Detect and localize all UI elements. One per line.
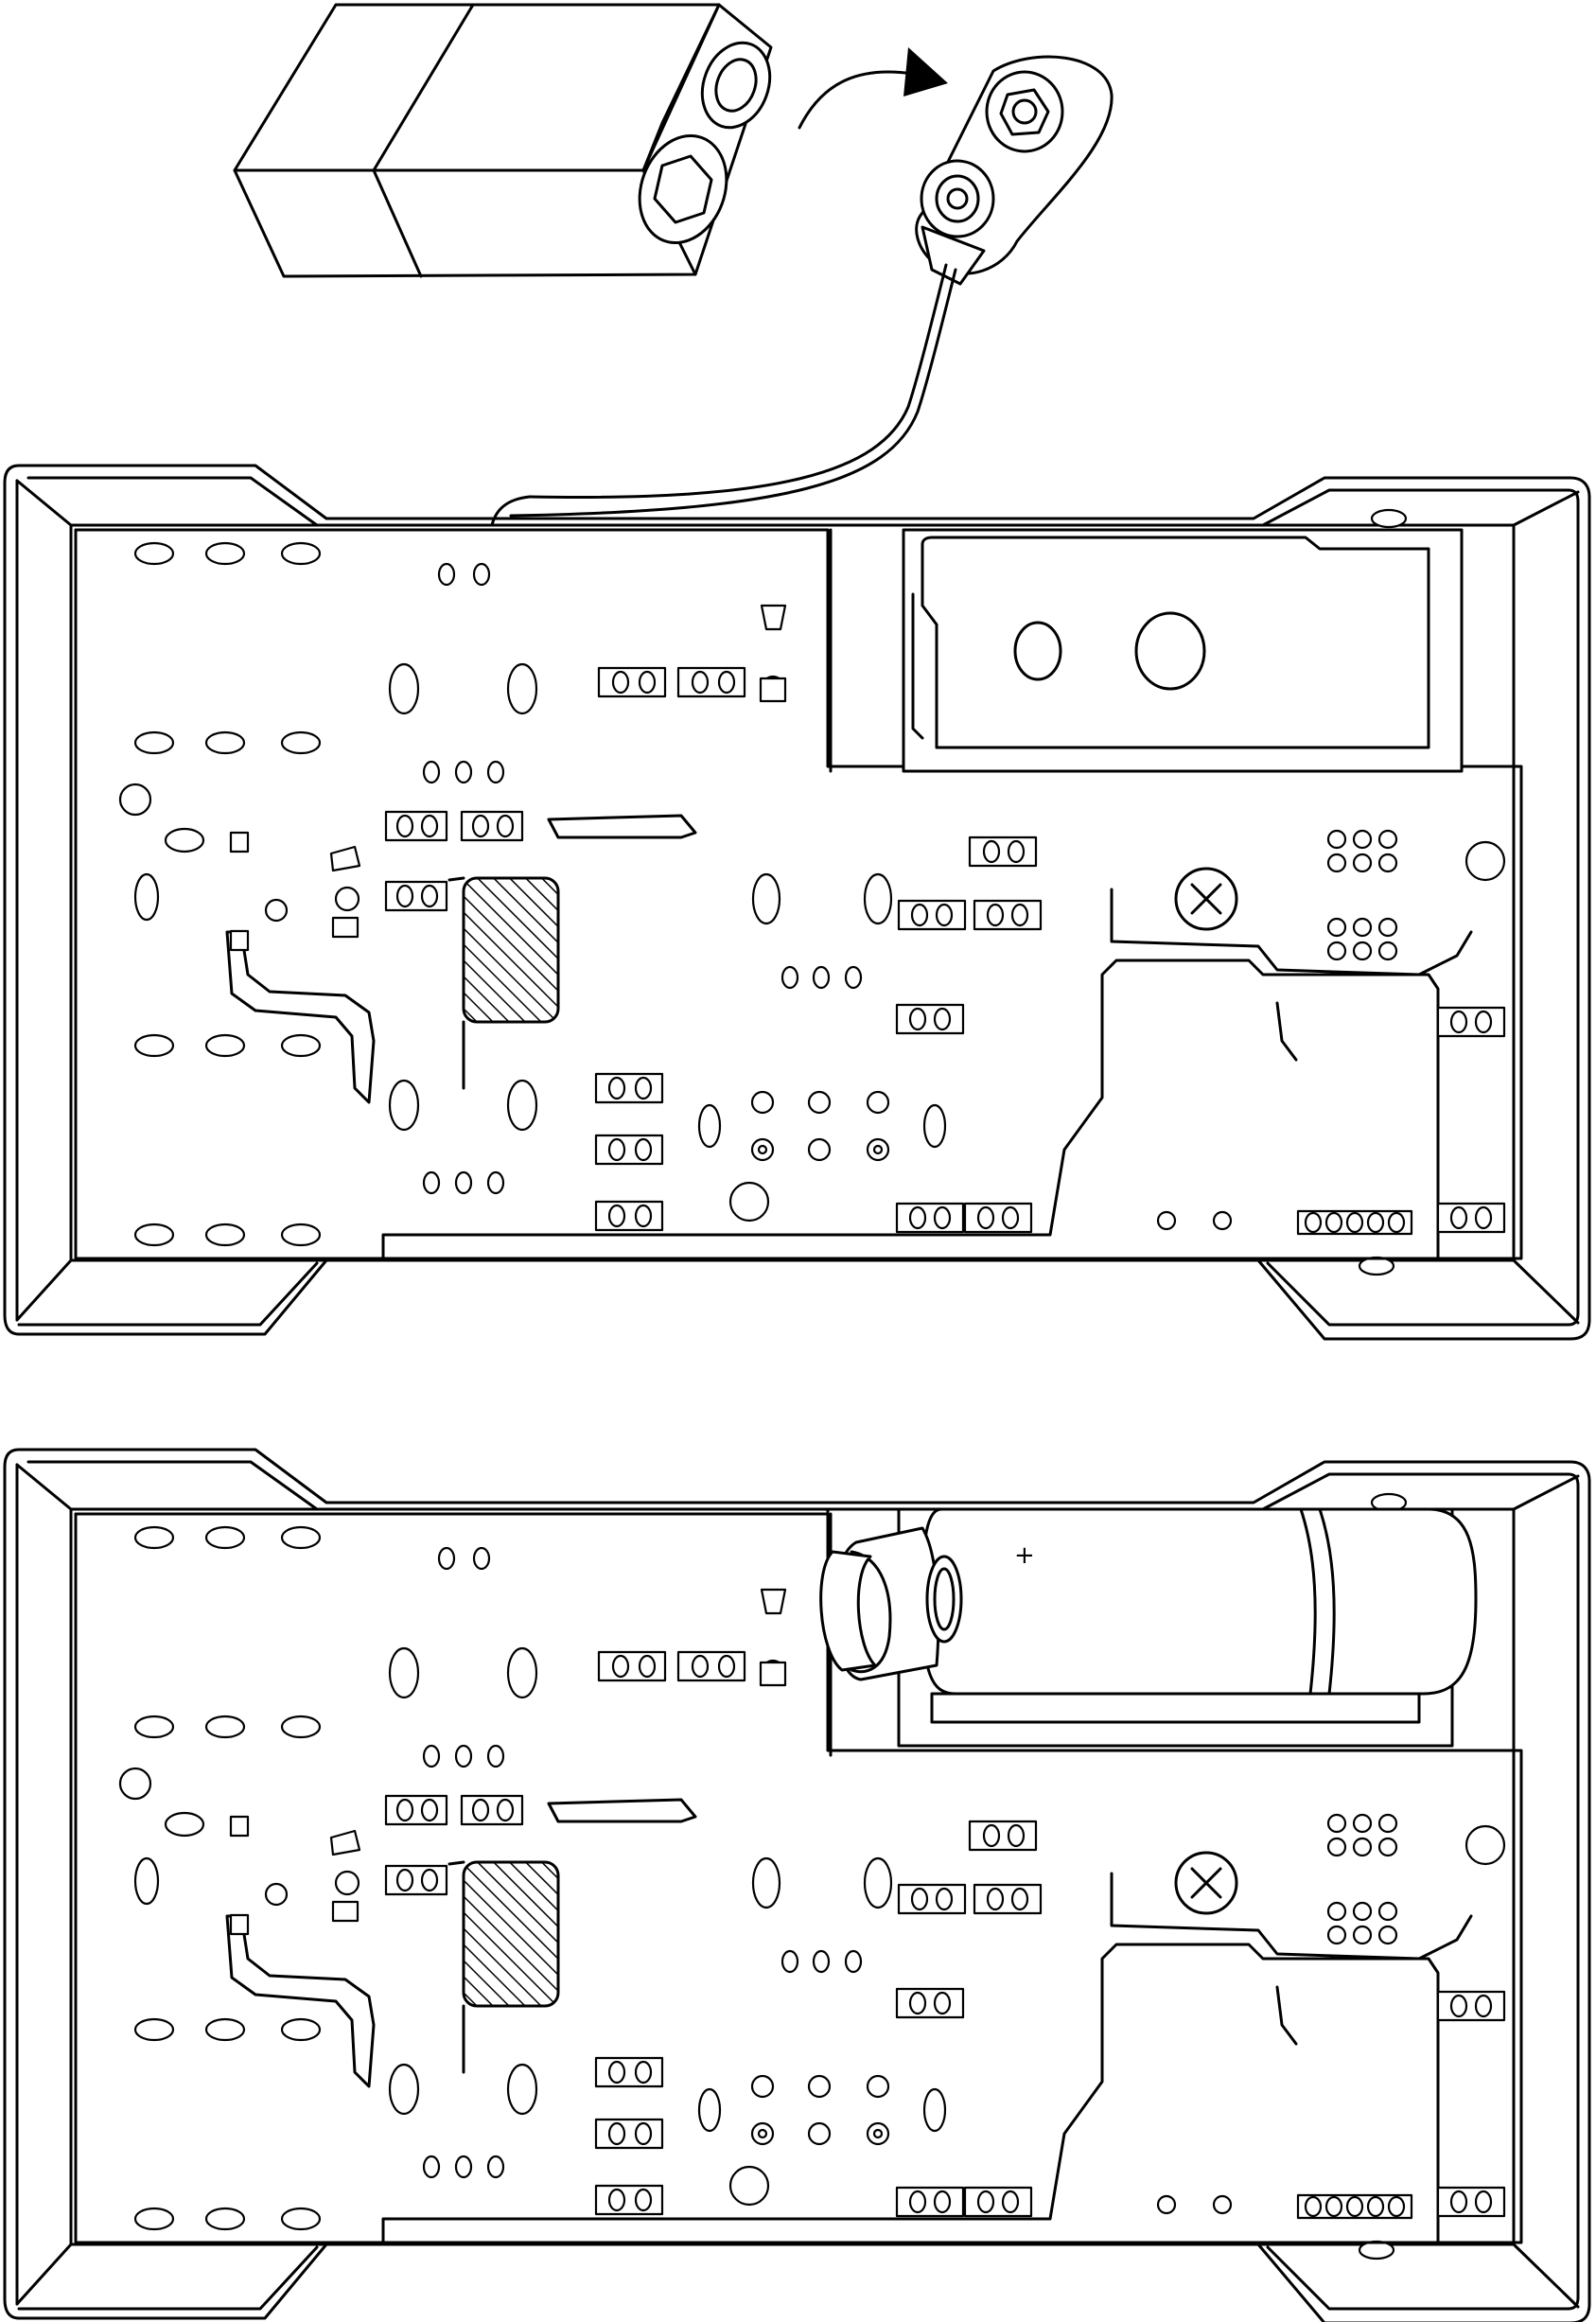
battery-snap-connector xyxy=(490,55,1114,527)
housing-panel-battery-connection xyxy=(3,464,1591,1341)
housing-panel-battery-installed: + xyxy=(3,1448,1591,2322)
curved-arrow-icon xyxy=(798,47,948,130)
nine-volt-battery xyxy=(233,3,773,278)
polarity-plus-label: + xyxy=(1014,1541,1035,1570)
